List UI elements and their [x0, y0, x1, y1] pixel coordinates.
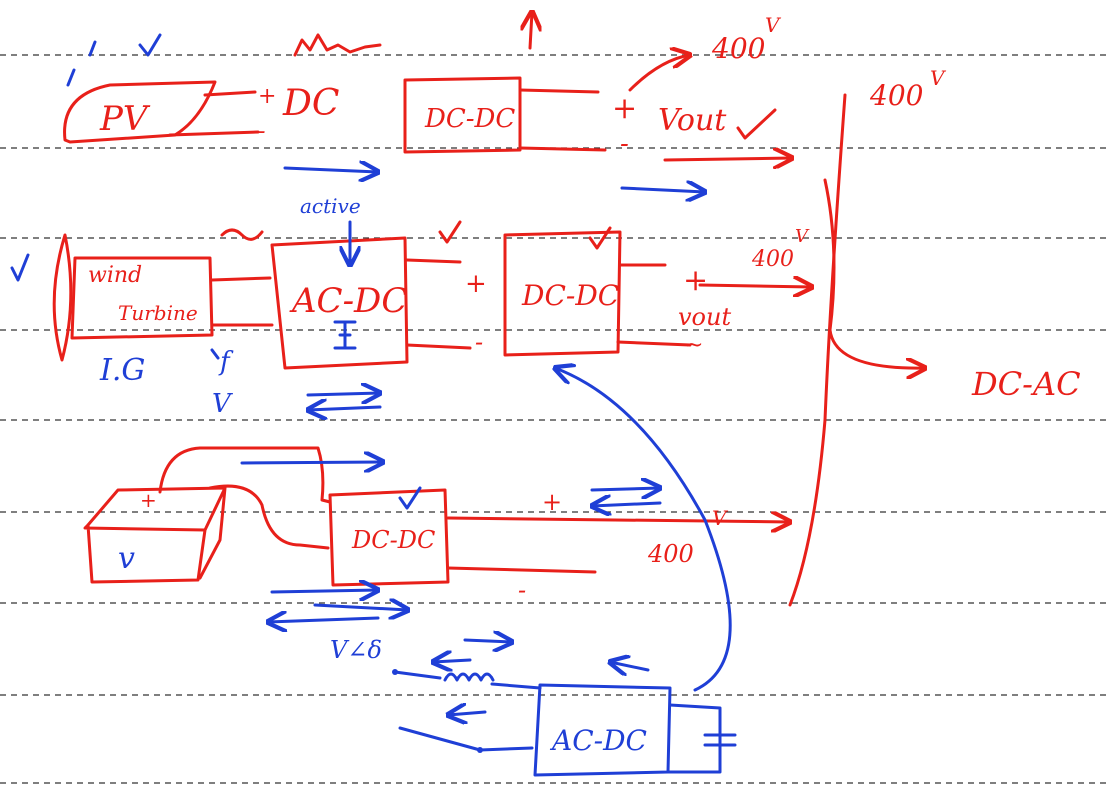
arrow-icon	[463, 640, 512, 642]
bus-voltage-unit: V	[930, 66, 947, 90]
minus-sign: -	[518, 576, 526, 604]
check-icon	[66, 40, 97, 87]
minus-sign: -	[475, 328, 483, 356]
arrow-icon	[306, 393, 380, 395]
arrow-icon	[610, 662, 650, 670]
turbine-label: Turbine	[118, 301, 198, 325]
bus-voltage-label: 400	[869, 79, 923, 112]
check-icon	[588, 226, 612, 250]
minus-sign: ~	[685, 333, 703, 358]
ac-wave-icon	[220, 228, 264, 241]
induction-generator-label: I.G	[99, 353, 145, 388]
check-icon	[210, 348, 220, 360]
ruled-guide-lines	[0, 54, 1107, 784]
arrow-icon	[270, 590, 378, 592]
battery-voltage-label: v	[118, 541, 135, 576]
minus-sign: -	[620, 129, 629, 159]
arrow-icon	[268, 618, 380, 622]
check-icon	[736, 108, 777, 140]
wind-branch: wind Turbine AC-DC active + - DC-DC + ~ …	[10, 194, 812, 419]
check-icon	[10, 253, 30, 282]
voltage-unit-bottom: V	[712, 506, 729, 530]
dcdc-label-3: DC-DC	[351, 526, 435, 554]
vout-label-2: vout	[678, 303, 731, 331]
capacitor-icon	[703, 733, 737, 747]
battery-plus: +	[140, 488, 157, 512]
arrow-icon	[663, 158, 792, 160]
plus-sign: +	[612, 91, 637, 126]
arrow-icon	[433, 660, 472, 662]
arrow-icon	[620, 188, 705, 192]
dcdc-converter-box-2	[503, 230, 622, 357]
acdc-label-1: AC-DC	[289, 281, 407, 321]
active-label: active	[300, 194, 361, 218]
grid-line	[393, 670, 442, 680]
arrow-icon	[308, 407, 382, 410]
arrow-icon	[823, 178, 925, 368]
diode-icon	[333, 320, 357, 350]
grid-line-2	[398, 726, 482, 752]
acdc-converter-box-1	[270, 236, 409, 370]
check-icon	[398, 486, 422, 510]
plus-sign: +	[258, 84, 276, 109]
acdc-label-2: AC-DC	[549, 724, 647, 757]
arrow-icon	[240, 462, 383, 463]
arrow-icon	[283, 168, 378, 172]
voltage-unit-mid: V	[795, 226, 810, 247]
capacitor-wire	[666, 703, 722, 774]
arrow-icon	[555, 368, 732, 692]
pv-branch: PV + - DC DC-DC + - 400 V Vout	[63, 12, 792, 192]
dc-bus-line	[788, 93, 847, 607]
plus-sign: +	[683, 263, 708, 298]
voltage-400-mid: 400	[751, 247, 794, 272]
pv-panel-shape	[63, 80, 217, 144]
battery-branch: + v DC-DC + - 400 V V∠δ	[83, 446, 790, 664]
ripple-waveform	[293, 33, 382, 57]
minus-sign: -	[258, 119, 265, 144]
battery-wire-bottom	[208, 484, 330, 550]
arrow-icon	[313, 605, 408, 610]
arrow-icon	[446, 518, 790, 522]
arrow-icon	[530, 12, 532, 50]
grid-branch: AC-DC	[392, 368, 737, 777]
wind-turbine-blade-icon	[52, 233, 73, 362]
battery-wire-top	[158, 446, 332, 504]
arrow-icon	[628, 55, 690, 92]
frequency-label: f	[218, 347, 234, 377]
plus-sign: +	[542, 488, 562, 516]
dcdc-converter-box-1	[403, 76, 522, 154]
voltage-400-bottom: 400	[647, 540, 694, 568]
dcac-label: DC-AC	[971, 365, 1081, 403]
arrow-icon	[698, 285, 812, 287]
battery-box-icon	[83, 486, 227, 584]
dcdc-label-2: DC-DC	[521, 279, 619, 312]
pv-label: PV	[99, 99, 151, 139]
voltage-v-label: V	[212, 389, 233, 419]
wind-label: wind	[88, 263, 142, 288]
dcdc-label-1: DC-DC	[424, 104, 515, 134]
arrow-icon	[592, 503, 662, 506]
inductor-icon	[443, 672, 495, 682]
check-icon	[438, 220, 462, 244]
arrow-icon	[448, 712, 487, 715]
wind-turbine-box	[70, 256, 214, 340]
dc-source-label: DC	[282, 83, 339, 124]
plus-sign: +	[465, 269, 487, 299]
vout-label-1: Vout	[658, 103, 727, 138]
voltage-400-top: 400	[711, 32, 765, 65]
voltage-unit-top: V	[765, 13, 782, 37]
check-icon	[138, 33, 162, 57]
voltage-angle-label: V∠δ	[330, 636, 382, 664]
arrow-icon	[590, 488, 660, 490]
dc-bus: 400 V DC-AC	[788, 66, 1081, 607]
dcdc-converter-box-3	[328, 488, 450, 587]
